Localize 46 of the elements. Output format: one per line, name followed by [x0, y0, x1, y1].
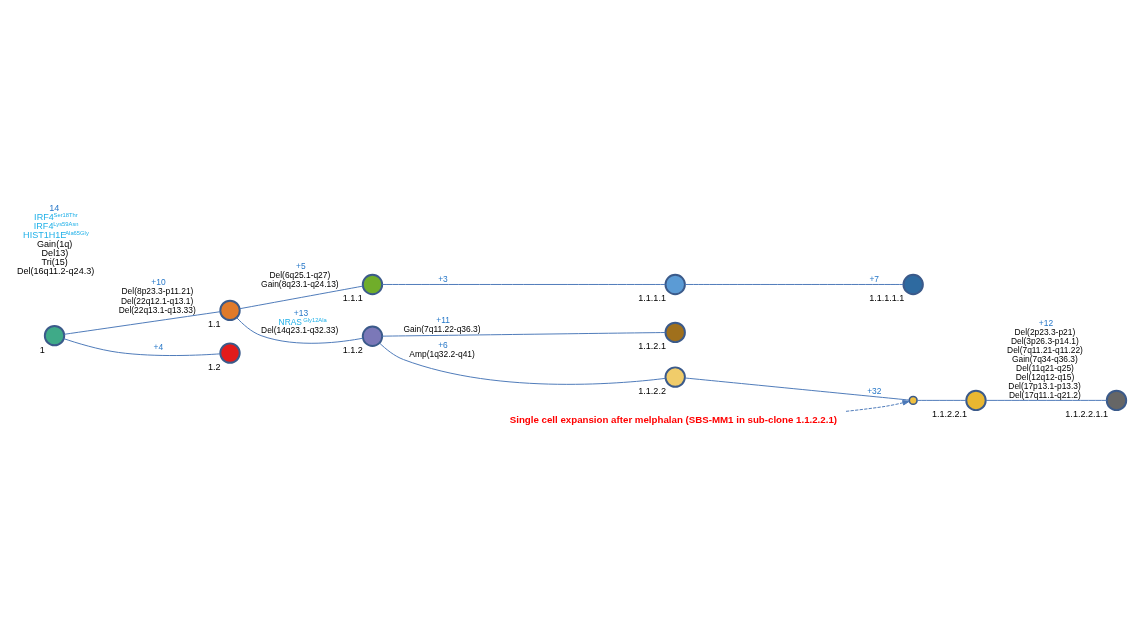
- edge-label: Del(6q25.1-q27): [269, 270, 331, 281]
- edge-label: +32: [867, 385, 882, 396]
- edge-label: +5: [296, 261, 306, 272]
- node-label: 1: [39, 344, 45, 355]
- node-label: 1.1.1.1.1: [869, 293, 905, 304]
- edge-label: Gain(7q34-q36.3): [1011, 353, 1078, 364]
- node-label: IRF4$^{Lys59Asn}$: [33, 220, 79, 231]
- node-label: 1.1.2.2.1: [931, 409, 968, 420]
- edge-label: Del(17q11.1-q21.2): [1009, 390, 1081, 401]
- edge-label: Amp(1q32.2-q41): [409, 349, 475, 360]
- edge-label: +7: [869, 274, 880, 285]
- edge-label: Del(11q21-q25): [1016, 362, 1074, 373]
- edge-label: +6: [438, 340, 448, 351]
- node-label: 1.1.1.1: [638, 293, 666, 304]
- node-label: 1.1: [208, 319, 221, 330]
- edge-label: Del(22q13.1-q13.33): [118, 304, 196, 315]
- node-label: 14: [49, 202, 60, 213]
- node-label: 1.1.2: [342, 345, 363, 356]
- edge-label: Del(22q12.1-q13.1): [120, 295, 194, 306]
- edge-label: +13: [293, 308, 309, 319]
- edge-label: Del(14q23.1-q32.33): [261, 325, 339, 336]
- edge-label: +10: [151, 277, 166, 288]
- edge-label: Gain(8q23.1-q24.13): [261, 279, 339, 290]
- edge-label: Del(3p26.3-p14.1): [1010, 335, 1079, 346]
- node-label: 1.2: [208, 362, 221, 373]
- edge-label: Del(17p13.1-p13.3): [1008, 380, 1081, 391]
- node-label: IRF4$^{Ser18Thr}$: [34, 211, 78, 222]
- node-text: Single cell expansion after melphalan (SBS-MM1 in sub-clone 1.1.2.2.1): [509, 414, 838, 426]
- edge-label: +11: [436, 314, 450, 325]
- edge-label: Del(8p23.3-p11.21): [121, 286, 194, 297]
- edge-label: Del(2p23.3-p21): [1014, 326, 1076, 337]
- edge-label: +3: [438, 274, 448, 285]
- edge-label: Del(7q11.21-q11.22): [1007, 344, 1083, 355]
- node-label: Gain(1q): [37, 239, 73, 250]
- node-label: 1.1.2.2: [638, 386, 666, 397]
- edge-label: Gain(7q11.22-q36.3): [403, 324, 481, 334]
- edge-label: +4: [153, 342, 164, 353]
- node-label: Del13): [41, 248, 69, 259]
- edge-label: +12: [1038, 317, 1054, 328]
- node-label: 1.1.2.1: [638, 341, 666, 352]
- node-label: 1.1.2.2.1.1: [1065, 409, 1109, 420]
- node-label: 1.1.1: [342, 293, 363, 304]
- node-label: Del(16q11.2-q24.3): [16, 266, 95, 277]
- edge-label: NRAS$^{Gly12Ala}$: [278, 316, 327, 327]
- node-label: HIST1H1E$^{Ala65Gly}$: [23, 229, 89, 240]
- edge-label: Del(12q12-q15): [1015, 371, 1075, 382]
